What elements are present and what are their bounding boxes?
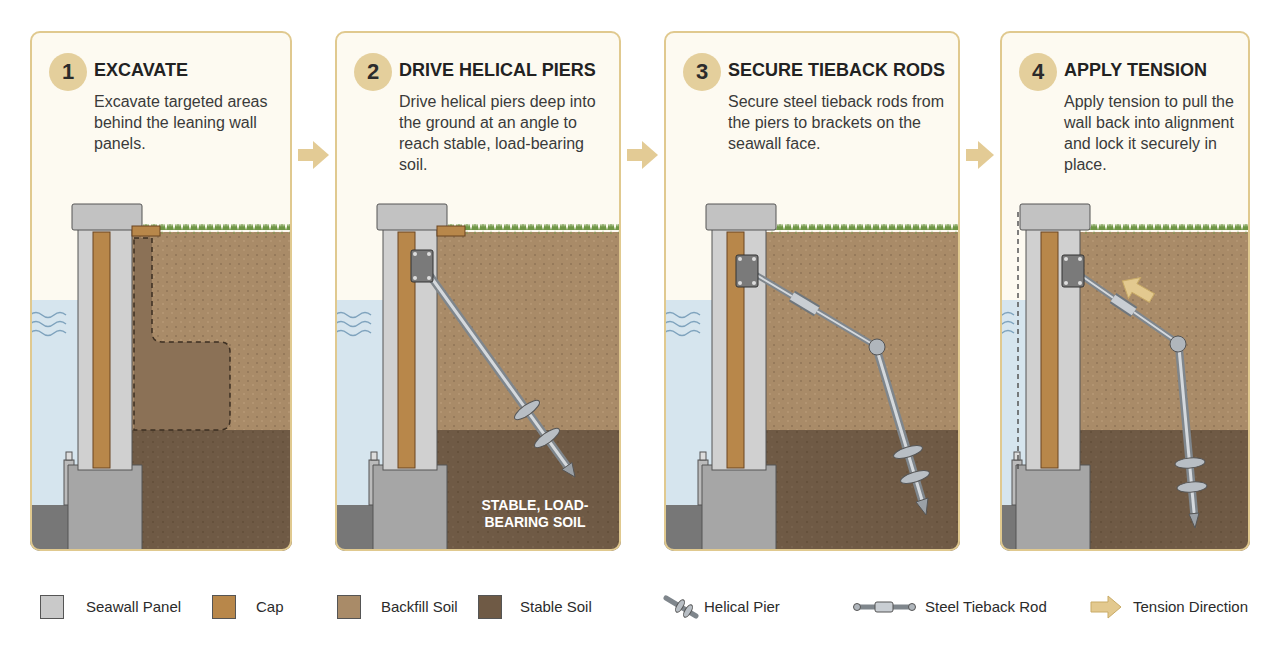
turnbuckle-body <box>792 296 817 311</box>
step-description: Apply tension to pull the wall back into… <box>1064 91 1242 175</box>
legend-text: Seawall Panel <box>86 598 181 616</box>
step-panel: SECURE TIEBACK RODS Secure steel tieback … <box>664 31 960 551</box>
step-description: Drive helical piers deep into the ground… <box>399 91 613 175</box>
bolts <box>738 257 756 285</box>
turnbuckle-body <box>1113 298 1134 312</box>
rod-highlight <box>748 270 874 345</box>
ledge <box>132 226 160 236</box>
step-panel: EXCAVATE Excavate targeted areas behind t… <box>30 31 292 551</box>
joint <box>869 339 885 355</box>
step-number-circle: 2 <box>354 53 392 91</box>
legend-swatch <box>337 595 361 619</box>
step-description: Excavate targeted areas behind the leani… <box>94 91 284 154</box>
helix-plate <box>1175 457 1206 470</box>
helix-plate <box>512 397 542 423</box>
legend-swatch <box>478 595 502 619</box>
step-number: 3 <box>696 60 708 84</box>
helix-plate <box>1177 481 1208 494</box>
legend-text: Helical Pier <box>704 598 780 616</box>
pier-tip <box>916 498 928 515</box>
excavation-area <box>134 238 230 430</box>
ledge <box>437 226 465 236</box>
arrow-shaft <box>966 149 980 161</box>
panel-illustration <box>305 31 675 565</box>
arrow-shaft <box>298 149 315 161</box>
arrow-head <box>642 141 658 169</box>
legend-text: Tension Direction <box>1133 598 1248 616</box>
helix-plate <box>892 443 924 461</box>
legend-swatch <box>212 595 236 619</box>
step-number-circle: 4 <box>1019 53 1057 91</box>
legend-text: Backfill Soil <box>381 598 458 616</box>
helix-plate <box>899 468 931 486</box>
seawall-scene <box>1000 204 1250 551</box>
panel-illustration <box>948 31 1280 565</box>
original-position-line <box>1017 212 1019 470</box>
soil-label: STABLE, LOAD-BEARING SOIL <box>455 497 615 531</box>
pier-tip <box>562 463 575 478</box>
panel-illustration <box>0 31 370 565</box>
legend-text: Cap <box>256 598 284 616</box>
bolts <box>413 252 431 280</box>
seawall-scene <box>335 204 621 551</box>
step-arrow <box>298 141 329 169</box>
step-number: 2 <box>367 60 379 84</box>
bracket <box>1062 255 1084 287</box>
helix-plate <box>532 425 562 451</box>
arrow-head <box>978 141 994 169</box>
seawall-scene <box>30 204 292 551</box>
joint <box>1170 336 1186 352</box>
seawall-scene <box>664 204 960 551</box>
step-panel: DRIVE HELICAL PIERS Drive helical piers d… <box>335 31 621 551</box>
step-number-circle: 1 <box>49 53 87 91</box>
step-number-circle: 3 <box>683 53 721 91</box>
legend-tension-icon <box>1091 596 1121 618</box>
bracket <box>411 250 433 282</box>
turnbuckle <box>792 296 817 311</box>
legend-text: Steel Tieback Rod <box>925 598 1047 616</box>
step-number: 1 <box>62 60 74 84</box>
legend-tieback-rod-icon <box>854 602 916 612</box>
legend-text: Stable Soil <box>520 598 592 616</box>
step-heading: SECURE TIEBACK RODS <box>728 59 952 81</box>
tieback-rod <box>1073 270 1174 340</box>
pier-tip <box>1189 513 1199 528</box>
helical-pier <box>423 266 567 466</box>
tension-arrow <box>1116 271 1157 309</box>
pier-highlight <box>423 266 567 466</box>
arrow-head <box>313 141 329 169</box>
step-description: Secure steel tieback rods from the piers… <box>728 91 952 154</box>
step-arrow <box>627 141 658 169</box>
arrow-shaft <box>627 149 644 161</box>
step-heading: APPLY TENSION <box>1064 59 1242 81</box>
bolts <box>1064 257 1082 285</box>
legend-helical-pier-icon <box>666 598 696 619</box>
panel-illustration <box>634 31 1004 565</box>
step-heading: EXCAVATE <box>94 59 284 81</box>
step-arrow <box>966 141 994 169</box>
tieback-rod <box>748 270 874 345</box>
step-heading: DRIVE HELICAL PIERS <box>399 59 613 81</box>
step-panel: APPLY TENSION Apply tension to pull the w… <box>1000 31 1250 551</box>
turnbuckle <box>1113 298 1134 312</box>
rod-highlight <box>1073 270 1174 340</box>
bracket <box>736 255 758 287</box>
step-number: 4 <box>1032 60 1044 84</box>
legend-swatch <box>40 595 64 619</box>
